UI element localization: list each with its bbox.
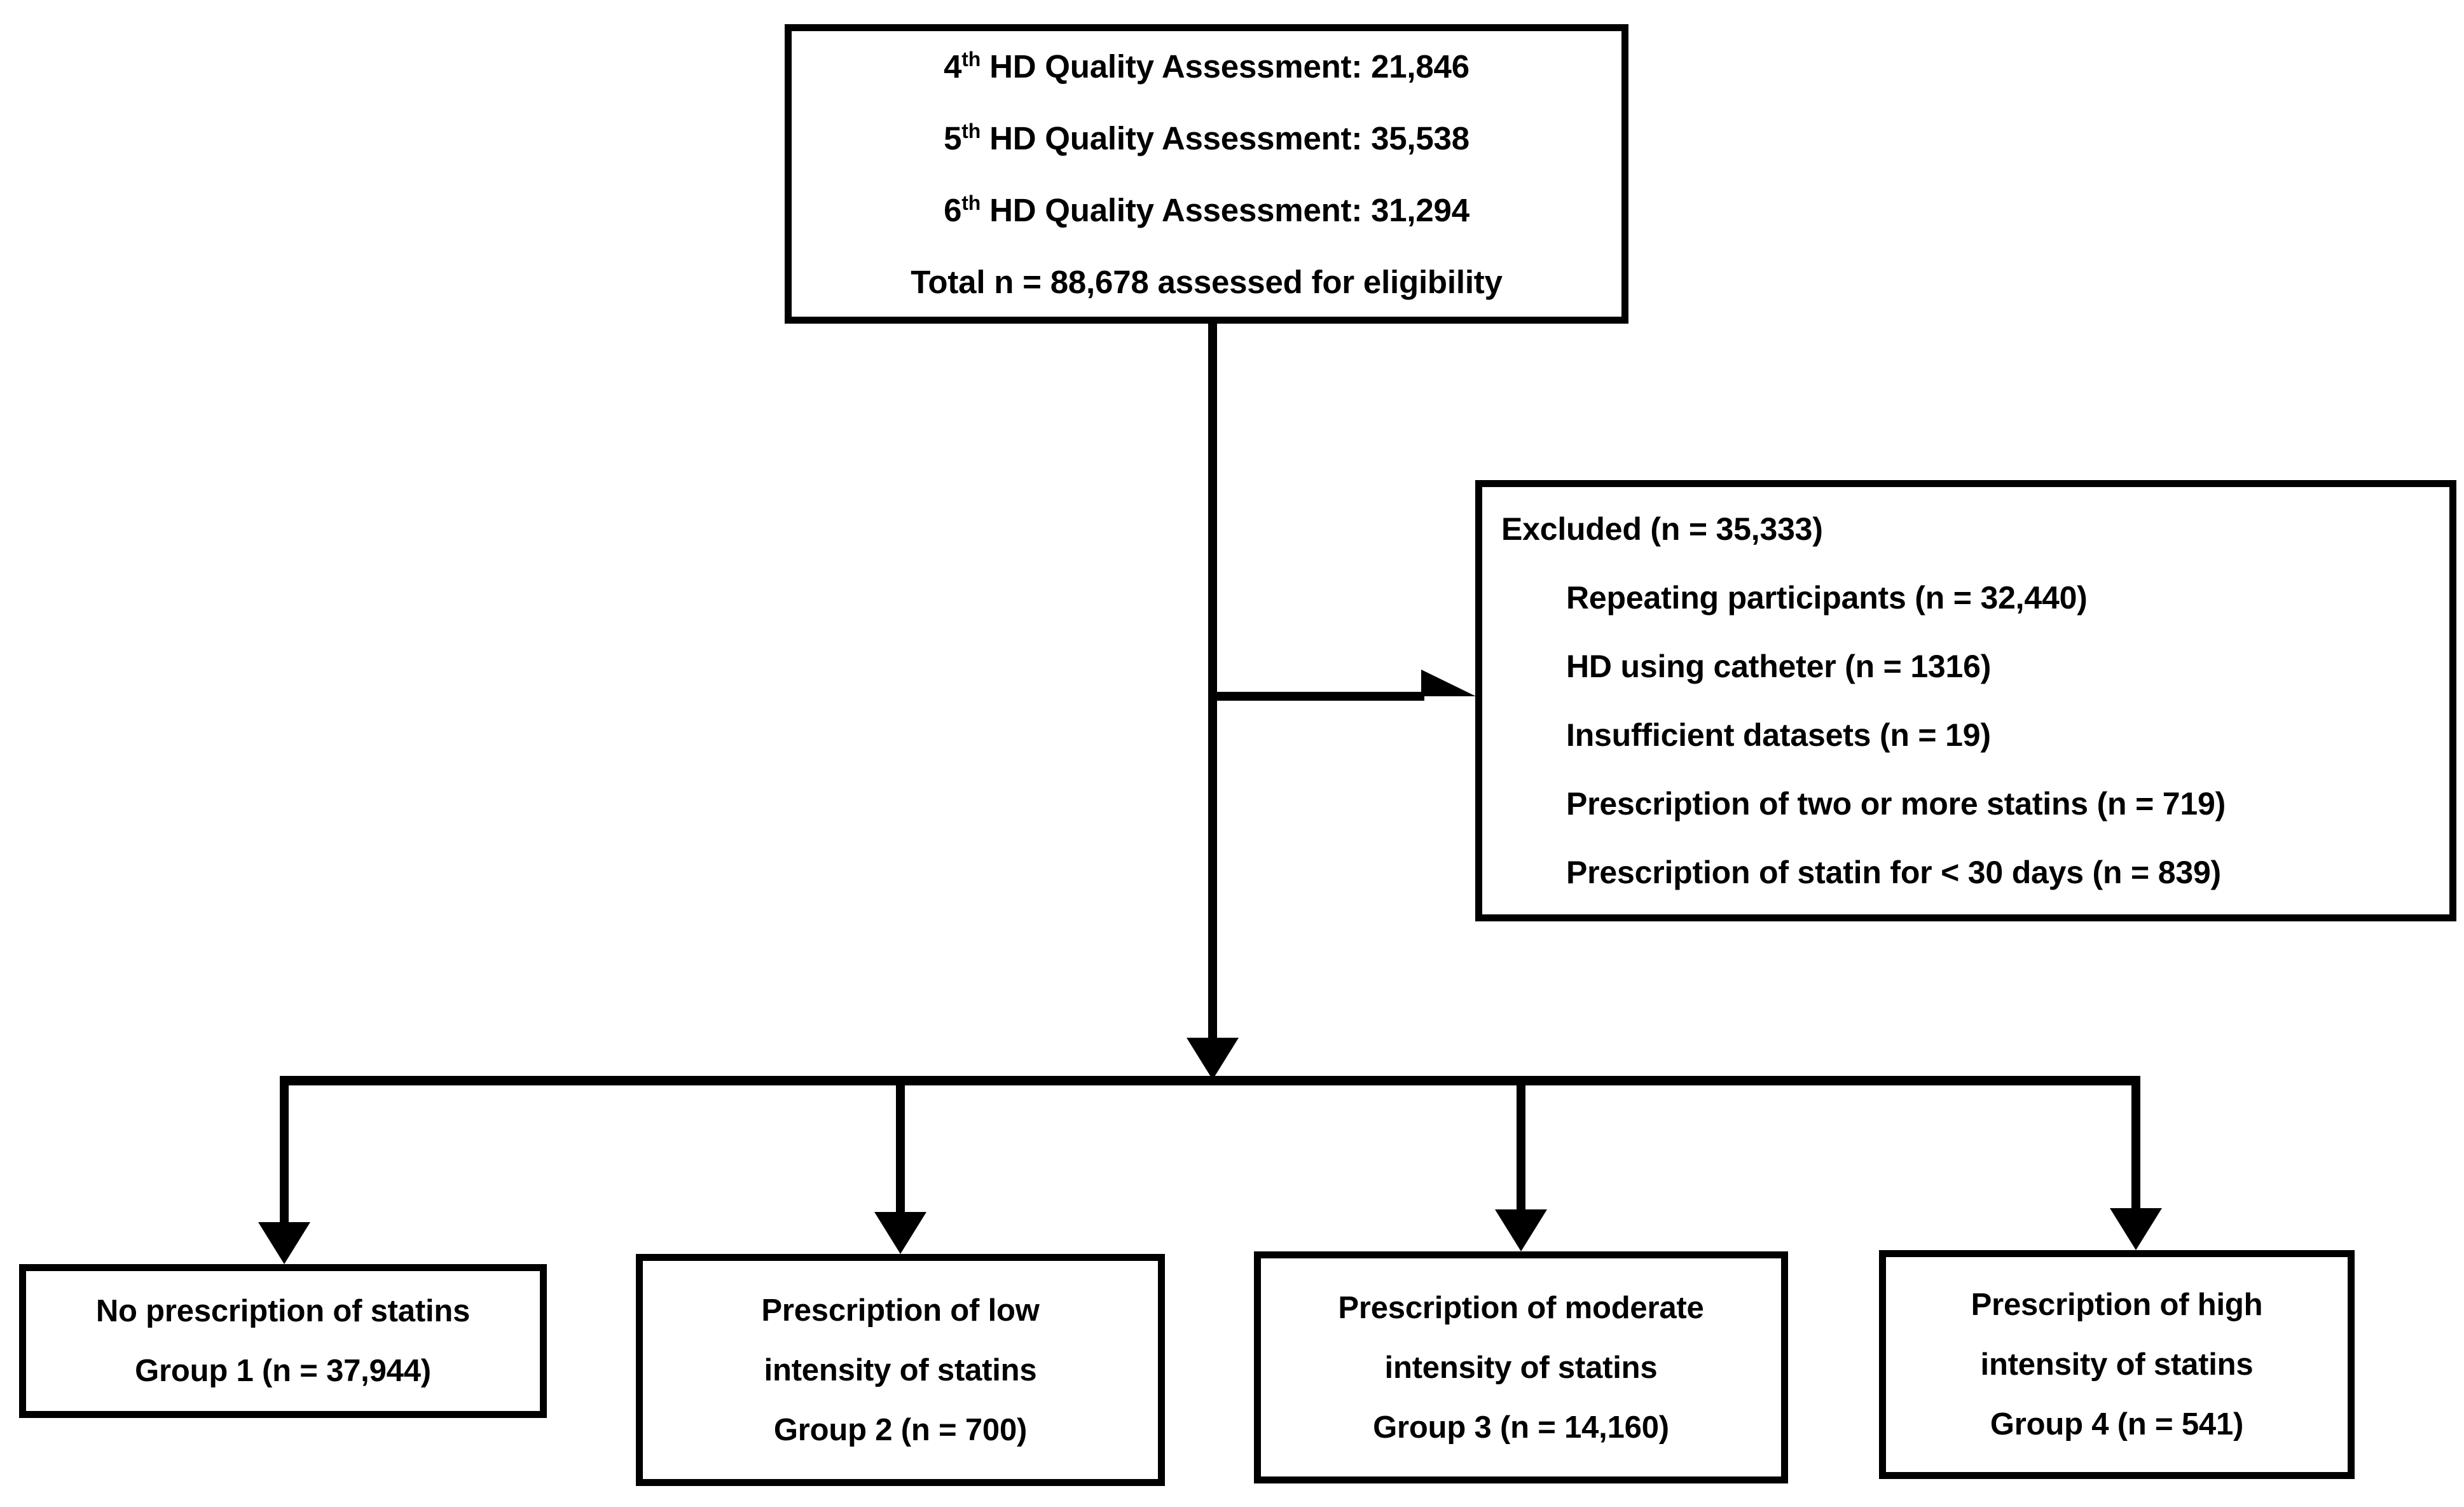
drop-arrowhead-group-4-icon	[2110, 1208, 2162, 1250]
excluded-branch-arrowhead-icon	[1421, 670, 1476, 696]
group-2-line-1: Prescription of low	[761, 1293, 1040, 1328]
excluded-reason-two-or-more-statins: Prescription of two or more statins (n =…	[1566, 786, 2226, 822]
excluded-branch-line	[1208, 692, 1424, 701]
main-trunk-line	[1208, 324, 1217, 1042]
group-3-box: Prescription of moderate intensity of st…	[1254, 1251, 1788, 1483]
ordinal-superscript-th: th	[961, 119, 981, 142]
summary-line-6th-prefix: 6	[944, 191, 962, 228]
ordinal-superscript-th: th	[961, 47, 981, 71]
excluded-heading: Excluded (n = 35,333)	[1501, 511, 1823, 547]
drop-arrowhead-group-3-icon	[1495, 1209, 1547, 1251]
group-4-line-2: intensity of statins	[1980, 1347, 2254, 1382]
summary-line-6th-rest: HD Quality Assessment: 31,294	[981, 191, 1469, 228]
summary-line-4th-rest: HD Quality Assessment: 21,846	[981, 48, 1469, 85]
ordinal-superscript-th: th	[961, 191, 981, 214]
group-3-line-3: Group 3 (n = 14,160)	[1373, 1410, 1669, 1445]
distribution-bar	[280, 1076, 2140, 1085]
summary-line-5th-rest: HD Quality Assessment: 35,538	[981, 120, 1469, 156]
group-2-line-3: Group 2 (n = 700)	[773, 1412, 1028, 1447]
group-2-box: Prescription of low intensity of statins…	[636, 1254, 1165, 1486]
drop-line-group-2	[896, 1076, 905, 1215]
drop-line-group-3	[1517, 1076, 1525, 1212]
group-2-line-2: intensity of statins	[764, 1352, 1037, 1387]
group-1-line-2: Group 1 (n = 37,944)	[135, 1354, 431, 1388]
main-trunk-arrowhead-icon	[1187, 1038, 1239, 1080]
group-4-box: Prescription of high intensity of statin…	[1879, 1250, 2355, 1479]
drop-line-group-1	[280, 1076, 289, 1223]
excluded-reason-insufficient-datasets: Insufficient datasets (n = 19)	[1566, 717, 1991, 753]
excluded-reason-repeating-participants: Repeating participants (n = 32,440)	[1566, 580, 2088, 616]
summary-box: 4th HD Quality Assessment: 21,846 5th HD…	[785, 24, 1628, 324]
summary-line-4th-prefix: 4	[944, 48, 962, 85]
group-1-line-1: No prescription of statins	[95, 1294, 471, 1328]
excluded-reason-statin-under-30-days: Prescription of statin for < 30 days (n …	[1566, 855, 2222, 890]
summary-line-6th-assessment: 6th HD Quality Assessment: 31,294	[944, 174, 1469, 246]
group-3-line-1: Prescription of moderate	[1338, 1290, 1704, 1325]
summary-line-total: Total n = 88,678 assessed for eligibilit…	[911, 263, 1503, 300]
summary-line-5th-assessment: 5th HD Quality Assessment: 35,538	[944, 102, 1469, 174]
excluded-box: Excluded (n = 35,333) Repeating particip…	[1475, 480, 2456, 921]
group-1-box: No prescription of statins Group 1 (n = …	[19, 1264, 547, 1418]
group-4-line-1: Prescription of high	[1971, 1288, 2263, 1322]
drop-arrowhead-group-2-icon	[874, 1212, 926, 1254]
group-4-line-3: Group 4 (n = 541)	[1990, 1407, 2244, 1442]
drop-arrowhead-group-1-icon	[258, 1222, 310, 1264]
group-3-line-2: intensity of statins	[1384, 1350, 1658, 1385]
summary-line-4th-assessment: 4th HD Quality Assessment: 21,846	[944, 31, 1469, 102]
drop-line-group-4	[2131, 1076, 2140, 1211]
summary-line-5th-prefix: 5	[944, 120, 962, 156]
excluded-reason-hd-using-catheter: HD using catheter (n = 1316)	[1566, 649, 1992, 684]
